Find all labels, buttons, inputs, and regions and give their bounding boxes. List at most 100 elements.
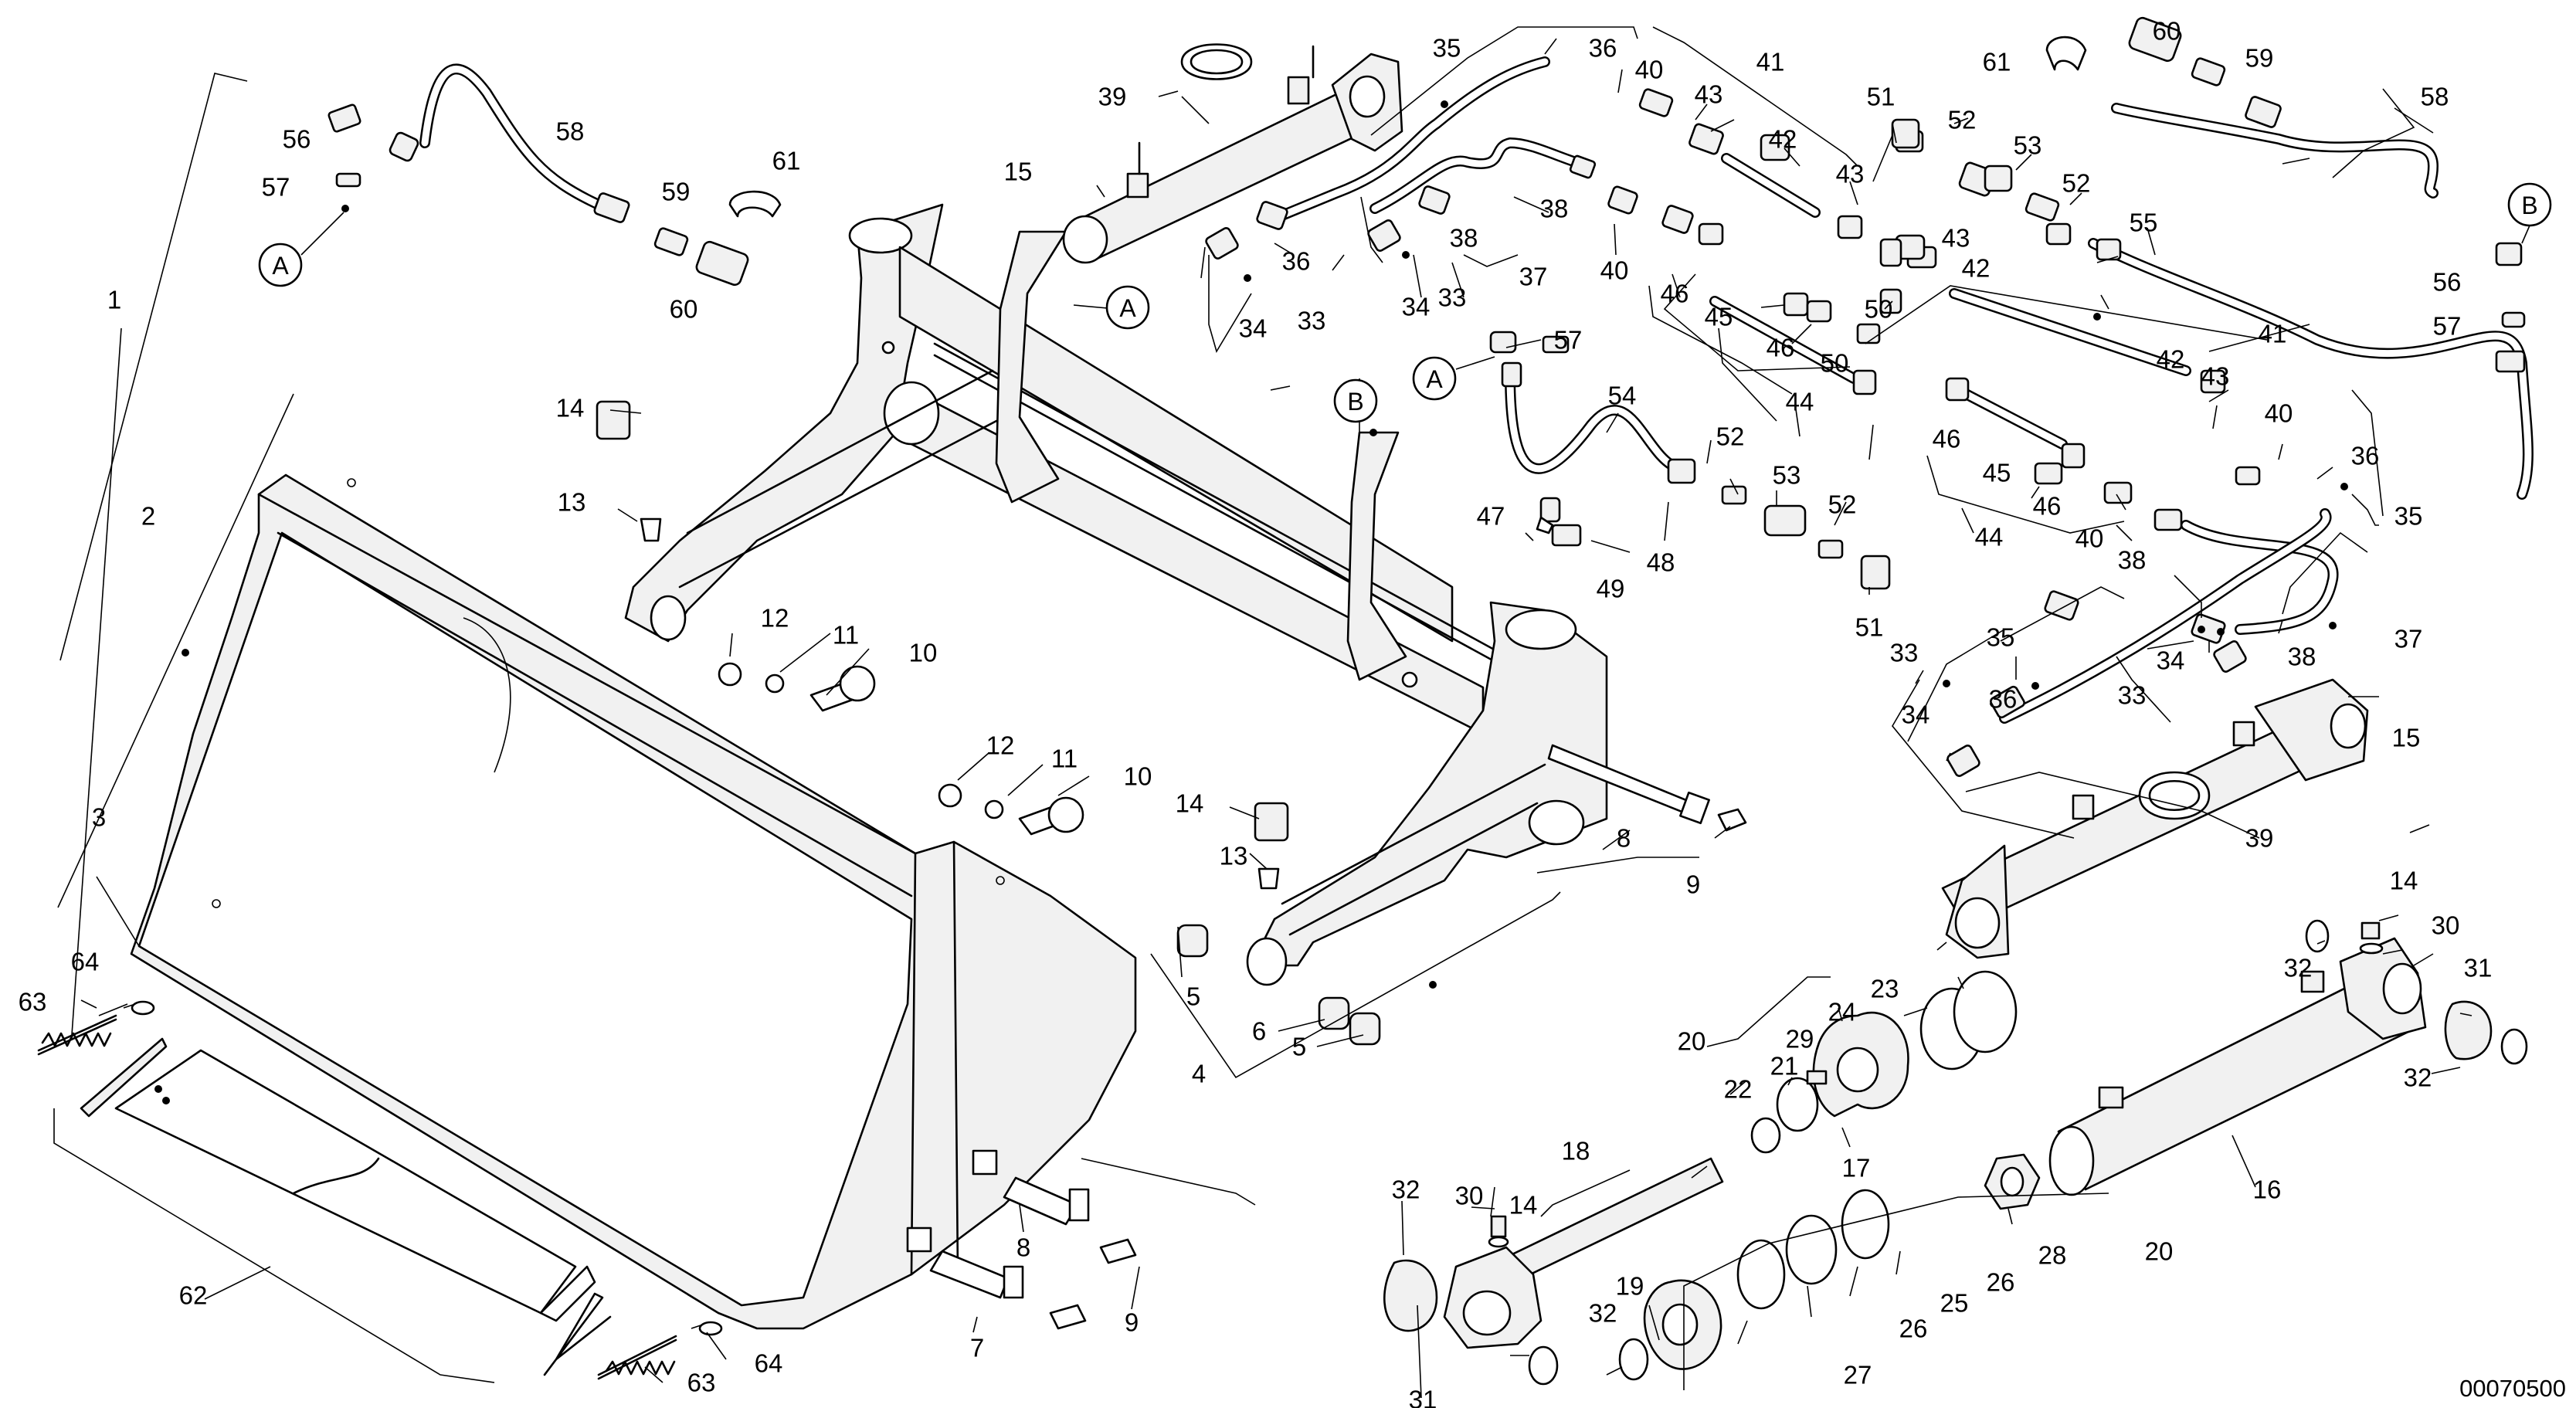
callout-label: 34 [1902, 701, 1930, 729]
callout-label: 57 [1554, 326, 1583, 355]
callout-label: 27 [1844, 1361, 1872, 1389]
callout-label: 50 [1865, 295, 1893, 324]
callout-label: 36 [1989, 685, 2018, 714]
callout-label: 4 [1192, 1060, 1206, 1088]
callout-label: 38 [2288, 643, 2316, 671]
callout-label: 62 [179, 1281, 208, 1310]
callout-label: 34 [1402, 293, 1431, 321]
callout-label: 46 [2033, 492, 2062, 521]
cutting-edge-plate [37, 1000, 723, 1380]
callout-label: 51 [1867, 83, 1896, 111]
callout-label: 59 [2245, 44, 2274, 73]
callout-label: 36 [1589, 34, 1617, 63]
callout-label: 38 [2118, 546, 2147, 575]
callout-label: 7 [970, 1334, 984, 1362]
callout-label: 14 [556, 394, 585, 422]
callout-label: 32 [1392, 1176, 1420, 1204]
callout-label: 44 [1786, 388, 1814, 416]
callout-label: 42 [1769, 125, 1797, 154]
callout-label: 26 [1899, 1315, 1928, 1343]
callout-label: 38 [1450, 224, 1478, 253]
callout-label: 10 [909, 639, 938, 667]
hydraulic-fittings [328, 16, 2526, 777]
callout-label: 41 [1756, 48, 1785, 76]
callout-label: 39 [1098, 83, 1127, 111]
callout-label: 47 [1477, 502, 1505, 531]
callout-label: 43 [1836, 160, 1865, 188]
callout-label: 53 [1773, 461, 1801, 490]
callout-label: 49 [1597, 575, 1625, 603]
callout-label: 20 [1678, 1027, 1706, 1056]
quick-hitch-frame [624, 203, 1608, 989]
callout-label: 18 [1562, 1137, 1590, 1165]
piston-rod [1443, 1157, 1724, 1349]
callout-label: 53 [2014, 131, 2042, 160]
callout-label: 64 [755, 1349, 783, 1378]
callout-label: 45 [1983, 459, 2011, 487]
callout-label: 15 [2392, 724, 2421, 752]
reference-marker-label: A [1426, 365, 1443, 393]
callout-label: 20 [2145, 1237, 2174, 1266]
callout-label: 50 [1821, 349, 1849, 378]
callout-label: 11 [833, 621, 859, 650]
callout-label: 42 [1962, 254, 1991, 283]
callout-label: 31 [2464, 954, 2493, 982]
callout-label: 57 [2433, 312, 2462, 341]
callout-label: 45 [1705, 303, 1733, 331]
callout-label: 61 [1983, 48, 2011, 76]
callout-label: 28 [2038, 1241, 2067, 1270]
callout-label: 16 [2253, 1176, 2282, 1204]
callout-label: 46 [1933, 425, 1961, 453]
callout-label: 63 [19, 988, 47, 1016]
callout-label: 23 [1871, 975, 1899, 1003]
callout-label: 5 [1186, 982, 1200, 1011]
reference-marker-b: B [1333, 378, 1378, 423]
callout-label: 30 [2432, 911, 2460, 940]
callout-label: 9 [1686, 870, 1700, 899]
lower-hitch-cylinder [1941, 678, 2369, 959]
callout-label: 37 [2394, 625, 2423, 653]
drawing-code: 00070500 [2459, 1375, 2566, 1402]
callout-label: 24 [1828, 998, 1857, 1026]
reference-marker-label: B [1347, 388, 1363, 416]
callout-label: 56 [2433, 268, 2462, 297]
callout-label: 57 [262, 173, 290, 202]
callout-label: 60 [2153, 17, 2181, 46]
callout-label: 44 [1975, 523, 2004, 551]
part-bullet-dots [341, 100, 2348, 690]
part-callout-labels: 1 2 3 4 5 5 6 7 8 8 9 9 10 10 11 11 12 1… [19, 17, 2493, 1408]
callout-label: 15 [1004, 158, 1033, 186]
callout-label: 40 [1600, 256, 1629, 285]
callout-label: 40 [2075, 524, 2104, 553]
callout-label: 46 [1661, 280, 1689, 308]
callout-label: 34 [2157, 646, 2185, 675]
callout-label: 56 [283, 125, 311, 154]
callout-label: 21 [1770, 1052, 1799, 1081]
callout-label: 17 [1842, 1154, 1871, 1182]
callout-label: 3 [92, 803, 106, 832]
callout-label: 36 [2351, 442, 2380, 470]
callout-label: 35 [2394, 502, 2423, 531]
callout-label: 13 [558, 488, 586, 517]
callout-label: 10 [1124, 762, 1152, 791]
callout-label: 38 [1540, 195, 1569, 223]
piston-and-seals [1383, 919, 2528, 1386]
callout-label: 40 [1635, 56, 1664, 84]
callout-label: 8 [1617, 824, 1631, 853]
callout-label: 14 [1176, 789, 1204, 818]
callout-label: 52 [1716, 422, 1745, 451]
callout-label: 59 [662, 178, 691, 206]
reference-markers: A A A B B [258, 182, 2552, 423]
callout-label: 64 [71, 948, 100, 976]
upper-hitch-cylinder [1062, 43, 1403, 264]
callout-label: 52 [1828, 490, 1857, 519]
tilt-cylinder-barrel [2048, 921, 2427, 1196]
callout-label: 43 [1695, 80, 1723, 109]
callout-label: 35 [1433, 34, 1461, 63]
callout-label: 33 [2118, 681, 2147, 710]
callout-label: 14 [1509, 1191, 1538, 1220]
callout-label: 40 [2265, 399, 2293, 428]
callout-label: 9 [1125, 1308, 1139, 1337]
callout-label: 43 [1942, 224, 1970, 253]
reference-marker-a: A [1105, 285, 1150, 330]
